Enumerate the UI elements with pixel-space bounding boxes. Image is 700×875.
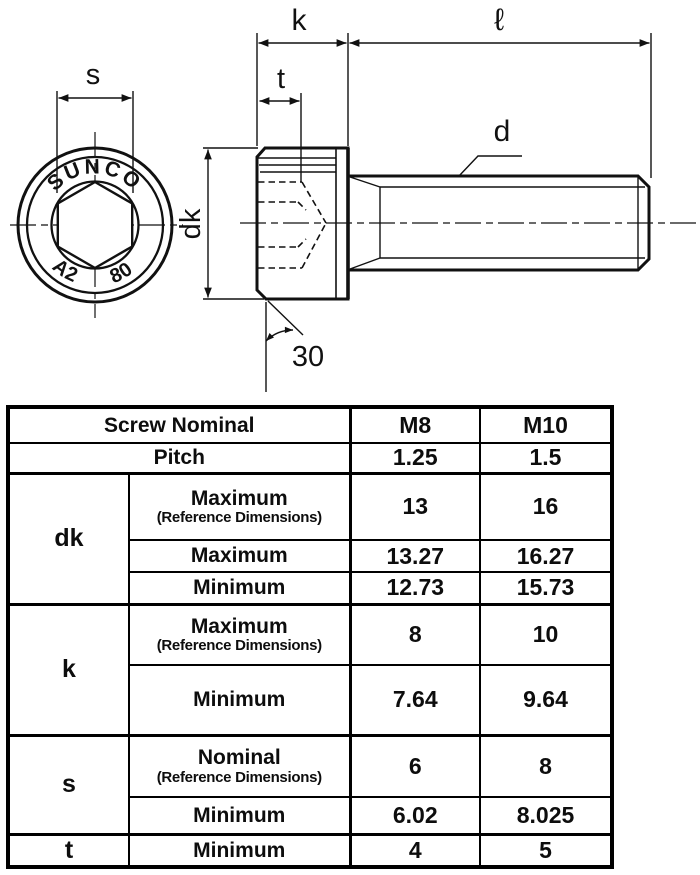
dim-dk [203, 147, 264, 300]
hex-socket [56, 180, 134, 270]
k-max-ref-m10: 10 [479, 602, 613, 666]
dk-max-ref-m8: 13 [348, 471, 481, 541]
row-label: Maximum [190, 614, 288, 638]
d-leader-line [458, 155, 522, 177]
shank-outline [348, 174, 651, 272]
technical-drawing: SUNCO A2 80 s [0, 0, 700, 405]
symbol-dk: dk [7, 471, 130, 605]
k-min-m10: 9.64 [479, 664, 613, 736]
s-min-m8: 6.02 [348, 796, 481, 835]
s-min-label: Minimum [128, 796, 351, 835]
head-inner-circle [25, 155, 165, 295]
dk-max-ref-label: Maximum (Reference Dimensions) [128, 471, 351, 541]
label-length: ℓ [494, 2, 504, 37]
socket-hidden-lines [258, 181, 327, 269]
table-row: k Maximum (Reference Dimensions) 8 10 [7, 602, 613, 736]
s-min-m10: 8.025 [479, 796, 613, 835]
dim-k [256, 33, 349, 146]
head-outer-circle [16, 146, 174, 304]
table-row: Screw Nominal M8 M10 [7, 406, 613, 444]
t-min-m10: 5 [479, 832, 613, 868]
side-view: k ℓ t dk 30 d [175, 2, 698, 392]
front-view: SUNCO A2 80 s [10, 59, 183, 318]
header-screw-nominal: Screw Nominal [7, 406, 351, 444]
label-t: t [277, 63, 285, 95]
symbol-s: s [7, 733, 130, 835]
row-sublabel: (Reference Dimensions) [156, 768, 322, 786]
material-marking-right: 80 [107, 258, 138, 288]
table-row: s Nominal (Reference Dimensions) 6 8 [7, 733, 613, 835]
pitch-label: Pitch [7, 442, 351, 474]
row-label: Maximum [190, 486, 288, 510]
label-chamfer-angle: 30 [292, 341, 324, 373]
dk-max-m8: 13.27 [348, 539, 481, 573]
dim-t [259, 93, 302, 182]
dk-min-label: Minimum [128, 571, 351, 605]
dim-length [349, 33, 652, 178]
symbol-t: t [7, 832, 130, 868]
dk-max-label: Maximum [128, 539, 351, 573]
row-sublabel: (Reference Dimensions) [156, 509, 322, 527]
row-sublabel: (Reference Dimensions) [156, 637, 322, 655]
label-k: k [292, 4, 308, 37]
k-max-ref-label: Maximum (Reference Dimensions) [128, 602, 351, 666]
table-row: dk Maximum (Reference Dimensions) 13 16 [7, 471, 613, 605]
t-min-label: Minimum [128, 832, 351, 868]
header-m10: M10 [479, 406, 613, 444]
label-s: s [86, 59, 101, 91]
header-m8: M8 [348, 406, 481, 444]
thread-lines [349, 176, 645, 270]
knurl-lines [258, 157, 336, 173]
pitch-m8: 1.25 [348, 442, 481, 474]
table-row: Minimum 7.64 9.64 [8, 664, 613, 736]
material-marking-left: A2 [48, 255, 82, 287]
dk-max-m10: 16.27 [479, 539, 613, 573]
table-row: Minimum 12.73 15.73 [8, 571, 613, 605]
k-min-label: Minimum [128, 664, 351, 736]
dk-min-m8: 12.73 [348, 571, 481, 605]
label-dk: dk [175, 208, 207, 239]
dim-s [56, 91, 134, 193]
k-max-ref-m8: 8 [348, 602, 481, 666]
table-row: t Minimum 4 5 [7, 832, 613, 868]
table-row: Pitch 1.25 1.5 [7, 442, 613, 474]
spec-table: Screw Nominal M8 M10 Pitch 1.25 1.5 dk M… [6, 405, 614, 869]
s-nom-ref-label: Nominal (Reference Dimensions) [128, 733, 351, 798]
dk-max-ref-m10: 16 [479, 471, 613, 541]
dim-chamfer-angle [265, 300, 304, 392]
table-row: Maximum 13.27 16.27 [8, 539, 613, 573]
s-nom-ref-m8: 6 [348, 733, 481, 798]
pitch-m10: 1.5 [479, 442, 613, 474]
dk-min-m10: 15.73 [479, 571, 613, 605]
label-d: d [494, 115, 511, 148]
t-min-m8: 4 [348, 832, 481, 868]
table-row: Minimum 6.02 8.025 [8, 796, 613, 835]
row-label: Nominal [197, 746, 281, 770]
symbol-k: k [7, 602, 130, 736]
s-nom-ref-m10: 8 [479, 733, 613, 798]
k-min-m8: 7.64 [348, 664, 481, 736]
